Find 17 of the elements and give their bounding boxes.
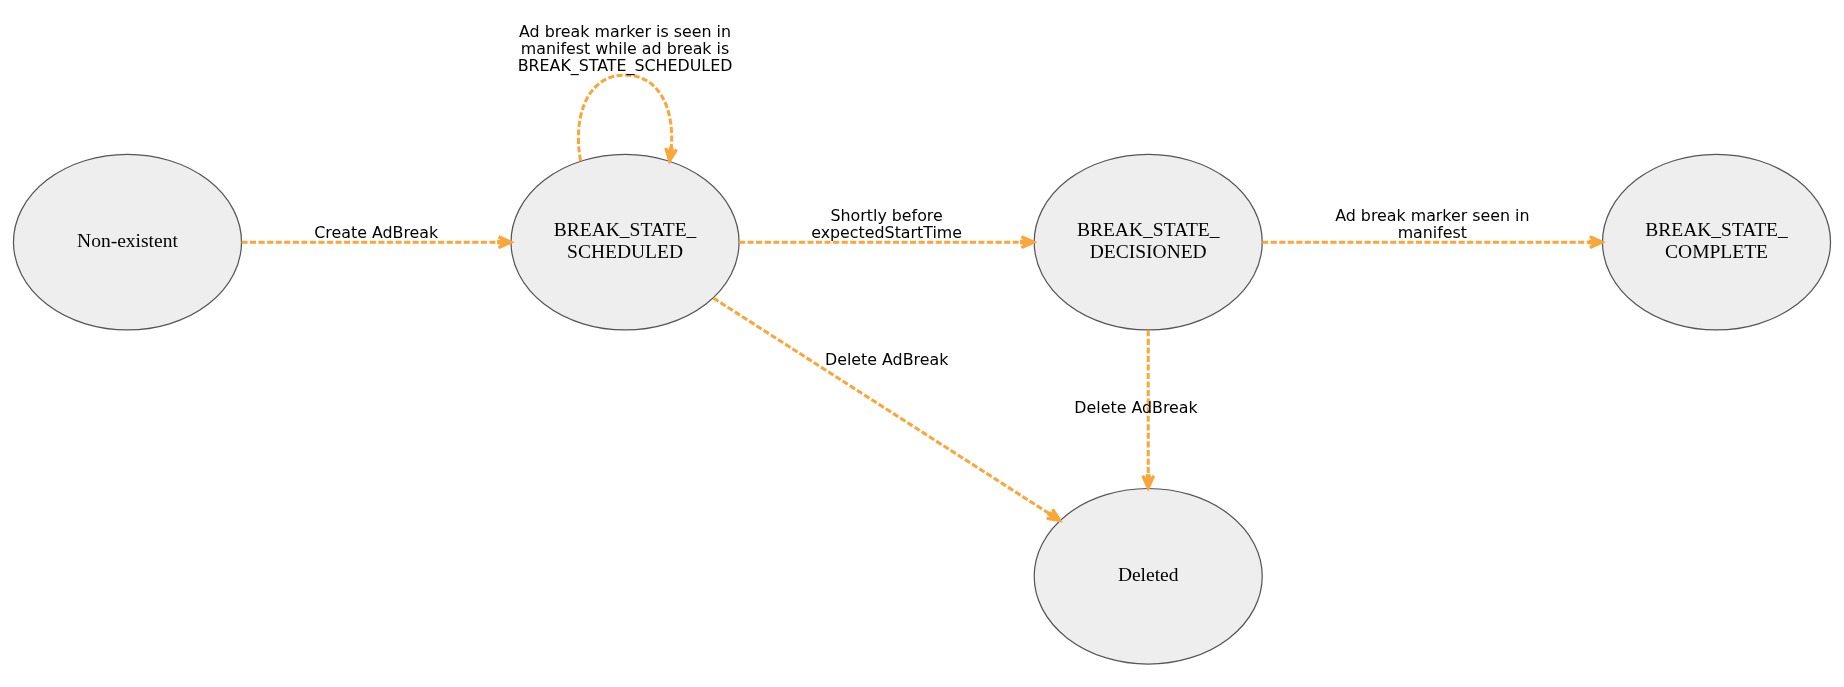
node-ellipse: BREAK_STATE_ SCHEDULED bbox=[510, 153, 740, 331]
arrow bbox=[576, 73, 679, 162]
node-ellipse: BREAK_STATE_ DECISIONED bbox=[1033, 153, 1263, 331]
node-ellipse: BREAK_STATE_ COMPLETE bbox=[1601, 153, 1832, 331]
node-ellipse: Deleted bbox=[1033, 487, 1263, 665]
arrow bbox=[241, 234, 513, 249]
edge-label: Delete AdBreak bbox=[824, 349, 949, 369]
edge-label: Delete AdBreak bbox=[1074, 397, 1198, 417]
edge-label: Shortly before expectedStartTime bbox=[811, 205, 963, 242]
arrow bbox=[739, 234, 1036, 249]
edge-label: Ad break marker seen in manifest bbox=[1335, 205, 1530, 242]
edge-label: Ad break marker is seen in manifest while ad break is BREAK_STATE_SCHEDULED bbox=[517, 21, 733, 75]
node-ellipse: Non-existent bbox=[12, 153, 243, 331]
edge-label: Create AdBreak bbox=[314, 222, 439, 242]
arrow bbox=[712, 296, 1062, 522]
arrow bbox=[1262, 234, 1604, 249]
arrow bbox=[1141, 329, 1156, 490]
